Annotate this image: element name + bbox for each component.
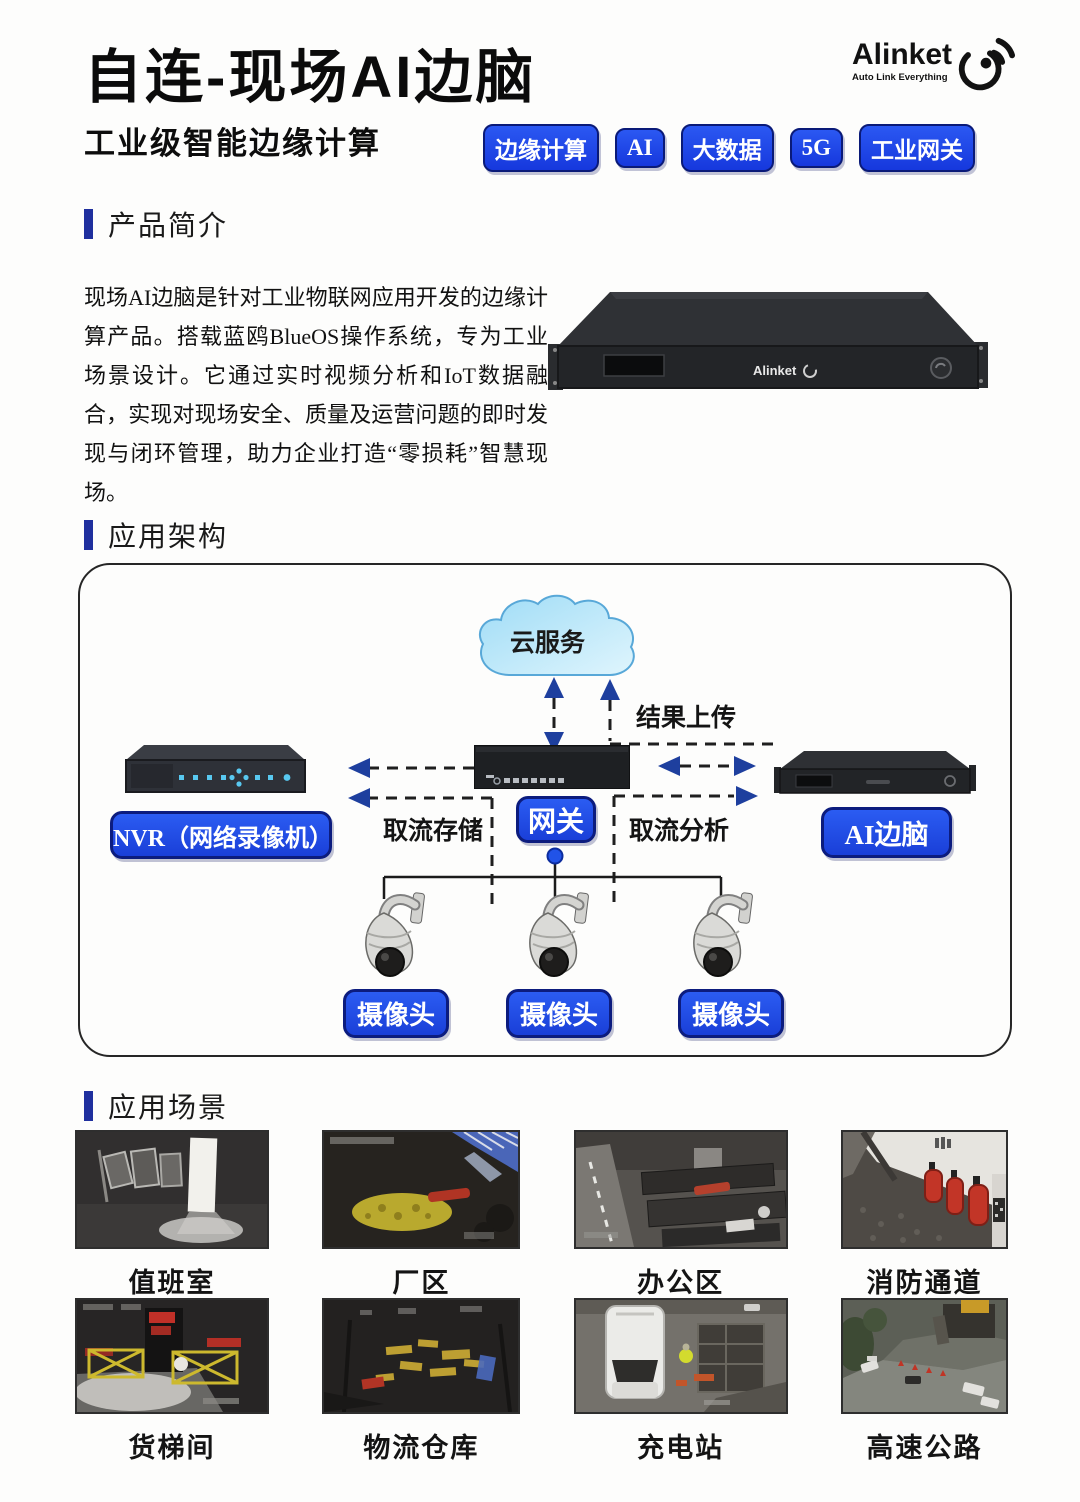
ai-brain-label: AI边脑 <box>821 807 952 858</box>
scene-image-office <box>573 1130 788 1249</box>
page-title: 自连-现场AI边脑 <box>84 45 537 110</box>
section-intro-heading: 产品简介 <box>84 204 228 244</box>
scene-card-highway: 高速公路 <box>840 1298 1008 1465</box>
scene-card-charging-station: 充电站 <box>573 1298 788 1465</box>
scene-card-duty-room: 值班室 <box>75 1130 269 1300</box>
scene-caption: 值班室 <box>128 1268 216 1298</box>
edge-store-label: 取流存储 <box>383 818 484 845</box>
scene-image-duty-room <box>75 1130 269 1249</box>
scene-card-fire-passage: 消防通道 <box>840 1130 1008 1300</box>
scene-image-fire-passage <box>840 1130 1008 1249</box>
camera-label: 摄像头 <box>506 989 612 1038</box>
scene-image-charging-station <box>573 1298 788 1414</box>
edge-analyze-label: 取流分析 <box>629 818 730 845</box>
section-architecture-heading: 应用架构 <box>84 515 228 555</box>
diagram-connectors <box>348 677 774 910</box>
scene-row-1: 值班室 厂区 <box>75 1130 1008 1300</box>
alinket-logo: Alinket Auto Link Everything <box>852 37 1016 98</box>
intro-paragraph: 现场AI边脑是针对工业物联网应用开发的边缘计算产品。搭载蓝鸥BlueOS操作系统… <box>84 285 548 505</box>
tag-row: 边缘计算 AI 大数据 5G 工业网关 <box>483 124 975 172</box>
scene-caption: 高速公路 <box>866 1433 983 1463</box>
scene-caption: 物流仓库 <box>363 1433 480 1463</box>
scene-card-freight-elevator: 货梯间 <box>75 1298 269 1465</box>
scene-card-office: 办公区 <box>573 1130 788 1300</box>
architecture-heading-text: 应用架构 <box>108 522 229 553</box>
scene-caption: 厂区 <box>392 1268 451 1298</box>
ai-brain-device-image <box>774 751 976 794</box>
wifi-swoosh-icon <box>958 37 1016 91</box>
tag-edge-computing: 边缘计算 <box>483 124 599 172</box>
tag-5g: 5G <box>789 128 843 168</box>
scene-image-factory <box>322 1130 521 1249</box>
cloud-label: 云服务 <box>510 630 586 657</box>
gateway-label: 网关 <box>516 796 596 843</box>
scene-caption: 充电站 <box>637 1433 725 1463</box>
scene-row-2: 货梯间 物流仓库 <box>75 1298 1008 1465</box>
camera-label: 摄像头 <box>678 989 784 1038</box>
tag-industrial-gateway: 工业网关 <box>858 124 975 172</box>
logo-name: Alinket <box>852 38 953 71</box>
camera-icon <box>529 892 589 977</box>
scene-caption: 消防通道 <box>866 1268 983 1298</box>
product-photo-rack-server: Alinket <box>548 292 988 390</box>
device-brand-text: Alinket <box>753 363 797 378</box>
nvr-label: NVR（网络录像机） <box>110 811 333 859</box>
camera-label: 摄像头 <box>343 989 449 1038</box>
scene-caption: 货梯间 <box>128 1433 216 1463</box>
scene-image-warehouse <box>322 1298 521 1414</box>
camera-icon <box>365 892 425 977</box>
edge-upload-label: 结果上传 <box>636 705 737 732</box>
nvr-device-image <box>125 745 306 793</box>
scene-image-freight-elevator <box>75 1298 269 1414</box>
heading-bar <box>84 1091 93 1121</box>
tag-big-data: 大数据 <box>680 124 774 172</box>
scene-card-factory: 厂区 <box>322 1130 521 1300</box>
logo-tagline: Auto Link Everything <box>852 72 948 83</box>
architecture-diagram: 云服务 结果上传 取流存储 取流分析 NVR（网络录像机） <box>78 563 1012 1057</box>
heading-bar <box>84 520 93 550</box>
scene-caption: 办公区 <box>637 1268 725 1298</box>
intro-heading-text: 产品简介 <box>108 211 229 242</box>
section-scenarios-heading: 应用场景 <box>84 1086 228 1126</box>
camera-icon <box>693 892 753 977</box>
cloud-icon <box>478 594 635 676</box>
scene-card-warehouse: 物流仓库 <box>322 1298 521 1465</box>
page-subtitle: 工业级智能边缘计算 <box>84 126 381 161</box>
gateway-device-image <box>474 745 630 789</box>
heading-bar <box>84 209 93 239</box>
scene-image-highway <box>840 1298 1008 1414</box>
gateway-link-dot <box>546 847 564 865</box>
scenarios-heading-text: 应用场景 <box>108 1093 229 1124</box>
tag-ai: AI <box>615 128 665 168</box>
